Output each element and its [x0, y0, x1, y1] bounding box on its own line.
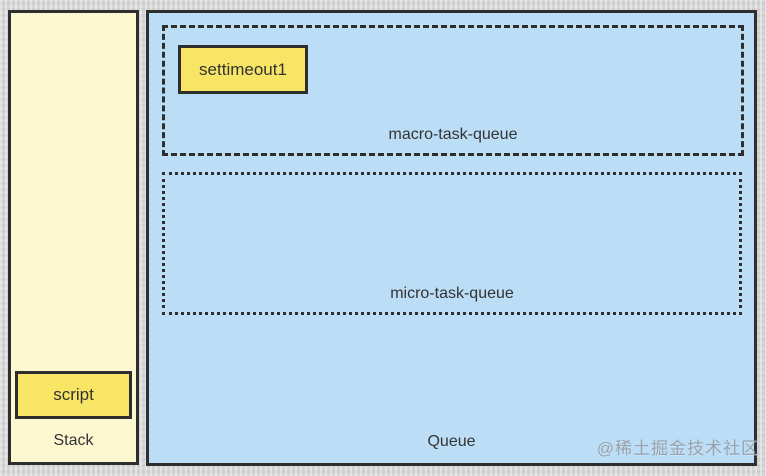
settimeout1-task-label: settimeout1 — [199, 59, 287, 79]
macro-task-queue-label: macro-task-queue — [388, 126, 518, 143]
macro-task-queue-region: settimeout1 macro-task-queue — [162, 25, 744, 156]
settimeout1-task-box: settimeout1 — [178, 45, 308, 94]
micro-task-queue-label: micro-task-queue — [390, 285, 514, 302]
watermark: @稀土掘金技术社区 — [596, 439, 759, 458]
micro-task-queue-region: micro-task-queue — [162, 172, 742, 315]
script-task-label: script — [53, 385, 94, 404]
queue-panel: settimeout1 macro-task-queue micro-task-… — [146, 10, 757, 466]
stack-panel-label: Stack — [53, 432, 94, 449]
queue-panel-label: Queue — [427, 433, 476, 450]
stack-panel: script Stack — [8, 10, 139, 465]
script-task-box: script — [15, 371, 132, 419]
